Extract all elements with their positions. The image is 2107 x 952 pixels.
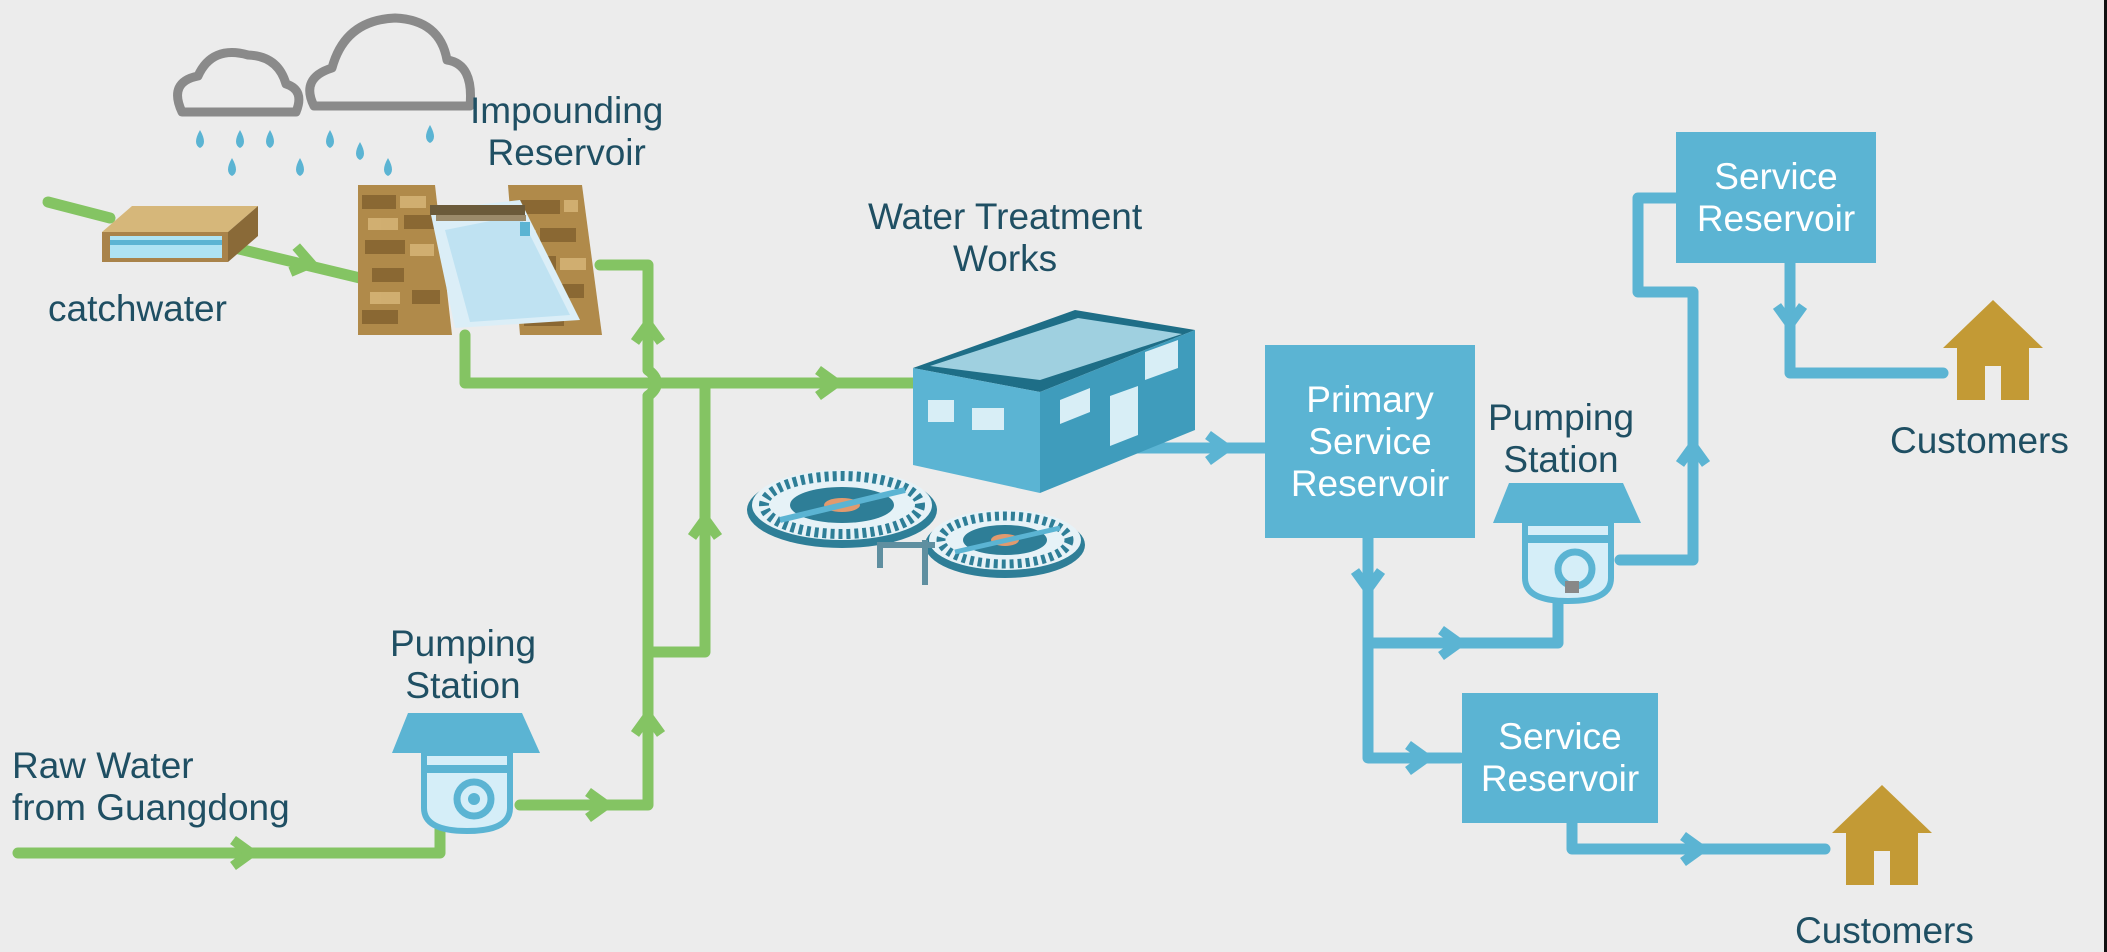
primary-service-reservoir-box: Primary Service Reservoir — [1265, 345, 1475, 538]
primary-service-reservoir-label: Primary Service Reservoir — [1290, 378, 1450, 504]
catchwater-inlet-pipe — [42, 196, 116, 224]
sedimentation-tank-icon — [925, 510, 1085, 578]
impounding-reservoir-label: Impounding Reservoir — [470, 90, 664, 173]
pumping-station-lower-label: Pumping Station — [390, 623, 537, 706]
raindrop-icon — [326, 130, 334, 148]
raindrop-icon — [426, 125, 434, 143]
catchwater-icon — [102, 206, 258, 262]
pump-icon — [392, 713, 540, 835]
house-icon — [1832, 785, 1932, 885]
raindrop-icon — [266, 130, 274, 148]
catchwater-to-reservoir-pipe — [229, 242, 366, 284]
sedimentation-tank-icon — [747, 470, 937, 548]
rain — [196, 125, 434, 176]
pump-to-top-reservoir-pipe — [1614, 192, 1699, 566]
customers-bottom-label: Customers — [1795, 910, 1974, 951]
pumping-station-right-label: Pumping Station — [1488, 397, 1635, 480]
cloud-icon — [173, 48, 304, 117]
water-treatment-works-label: Water Treatment Works — [868, 196, 1143, 279]
bottom-reservoir-to-customers-pipe — [1566, 816, 1831, 855]
tank-pipes — [877, 540, 935, 585]
cloud-icon — [305, 13, 476, 111]
treated-water-pipes — [1104, 192, 1949, 855]
catchwater-label: catchwater — [48, 288, 227, 329]
spillway-loop-pipe — [594, 259, 654, 376]
raindrop-icon — [384, 158, 392, 176]
treatment-building-icon — [913, 310, 1195, 493]
main-riser-pipe — [514, 390, 654, 811]
service-reservoir-top-box: Service Reservoir — [1676, 132, 1876, 263]
branch-riser-pipe — [642, 377, 711, 658]
house-icon — [1943, 300, 2043, 400]
primary-to-pump-pipe — [1362, 594, 1564, 649]
raindrop-icon — [356, 142, 364, 160]
raw-water-label: Raw Water from Guangdong — [12, 745, 290, 828]
service-reservoir-bottom-box: Service Reservoir — [1462, 693, 1658, 823]
raindrop-icon — [236, 130, 244, 148]
pump-icon — [1493, 483, 1641, 605]
raindrop-icon — [228, 158, 236, 176]
dam-icon — [358, 185, 602, 335]
raindrop-icon — [296, 158, 304, 176]
raindrop-icon — [196, 130, 204, 148]
raw-water-flow-arrows — [233, 247, 836, 866]
service-reservoir-bottom-label: Service Reservoir — [1480, 716, 1640, 799]
raw-water-pipes — [12, 196, 921, 859]
service-reservoir-top-label: Service Reservoir — [1696, 155, 1856, 239]
customers-top-label: Customers — [1890, 420, 2069, 461]
top-reservoir-to-customers-pipe — [1784, 256, 1949, 379]
reservoir-outlet-pipe — [459, 329, 706, 389]
guangdong-inlet-pipe — [12, 814, 446, 859]
